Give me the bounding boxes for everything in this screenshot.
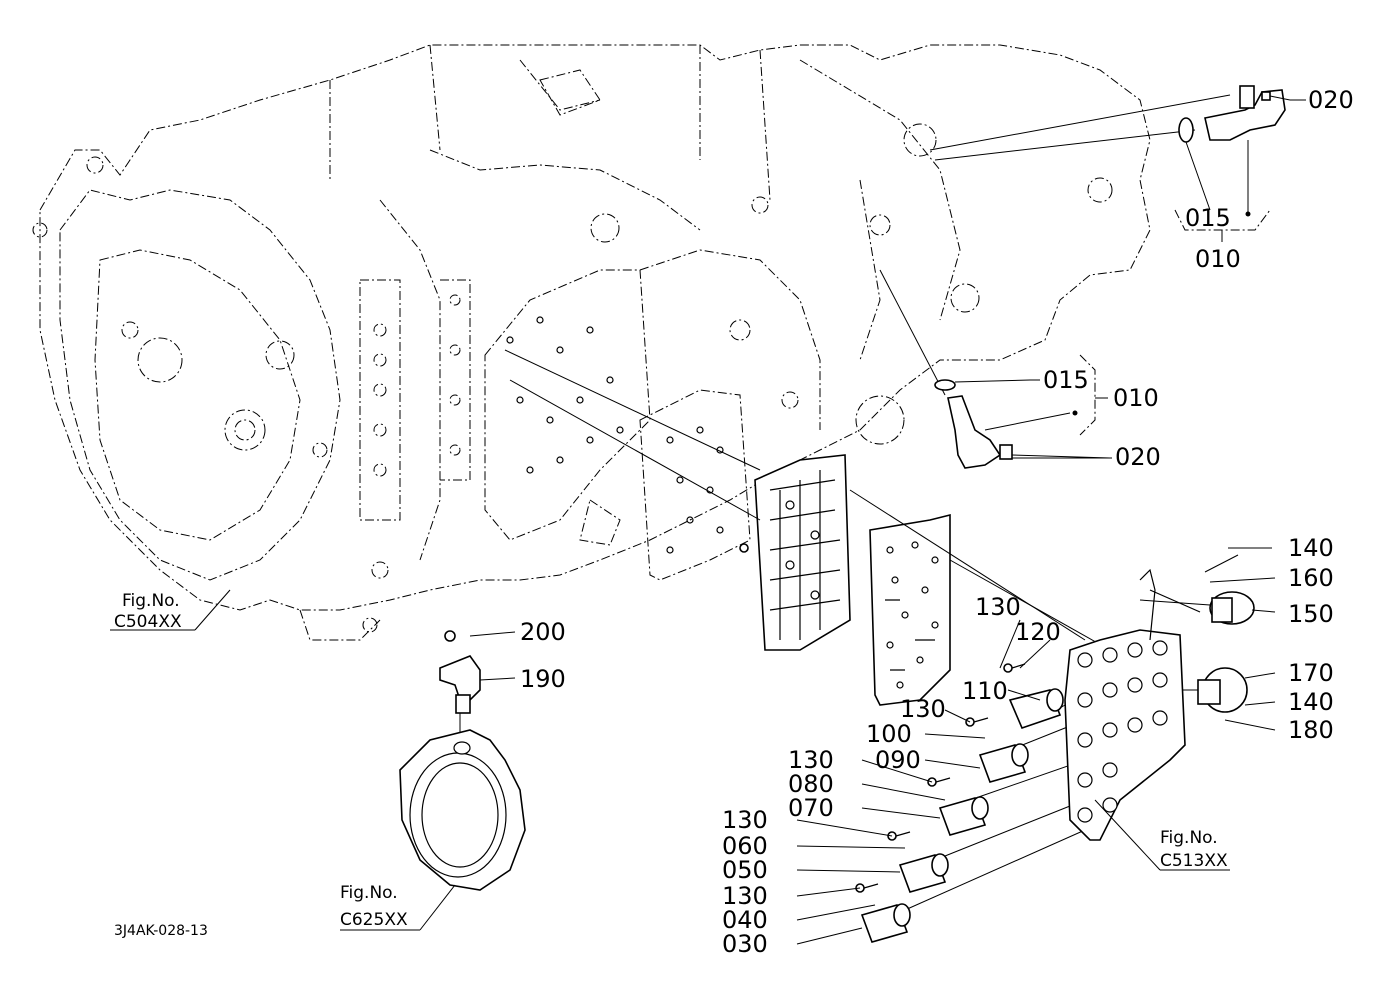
label-140-upper: 140 <box>1288 534 1334 562</box>
fig-ref-c625-prefix: Fig.No. <box>340 883 398 903</box>
part-number-labels: 020 015 010 015 010 020 140 160 150 130 … <box>520 86 1354 958</box>
speed-sensor-top <box>1174 85 1291 242</box>
sensor-190 <box>439 630 516 714</box>
label-080: 080 <box>788 770 834 798</box>
fig-ref-c513-code: C513XX <box>1160 851 1228 871</box>
separator-plate-upper <box>639 389 751 581</box>
separator-plate-lower <box>869 513 951 706</box>
fig-ref-c504-code: C504XX <box>114 612 182 632</box>
bearing-housing <box>399 729 526 931</box>
label-020-top: 020 <box>1308 86 1354 114</box>
label-070: 070 <box>788 794 834 822</box>
speed-sensor-mid <box>934 354 1111 469</box>
label-110: 110 <box>962 677 1008 705</box>
solenoid-110 <box>1008 688 1064 729</box>
part-leaders <box>110 99 1306 945</box>
fig-ref-c625-code: C625XX <box>340 910 408 930</box>
solenoid-170 <box>1197 667 1276 731</box>
fig-ref-c504-prefix: Fig.No. <box>122 591 180 611</box>
transmission-housing <box>32 44 1151 641</box>
label-050: 050 <box>722 856 768 884</box>
label-020-mid: 020 <box>1115 443 1161 471</box>
label-040: 040 <box>722 906 768 934</box>
label-150: 150 <box>1288 600 1334 628</box>
label-130-d: 130 <box>722 806 768 834</box>
label-015-top: 015 <box>1185 204 1231 232</box>
label-140-lower: 140 <box>1288 688 1334 716</box>
label-130-e: 130 <box>722 882 768 910</box>
label-160: 160 <box>1288 564 1334 592</box>
control-valve-body <box>1064 568 1201 841</box>
label-170: 170 <box>1288 659 1334 687</box>
label-010-top: 010 <box>1195 245 1241 273</box>
label-100: 100 <box>866 720 912 748</box>
drawing-code: 3J4AK-028-13 <box>114 923 208 939</box>
label-090: 090 <box>875 746 921 774</box>
label-130-c: 130 <box>788 746 834 774</box>
solenoid-070 <box>938 796 989 836</box>
label-120: 120 <box>1015 618 1061 646</box>
solenoid-030 <box>860 903 911 943</box>
solenoid-050 <box>898 853 949 893</box>
fig-ref-c513-prefix: Fig.No. <box>1160 828 1218 848</box>
label-200: 200 <box>520 618 566 646</box>
label-190: 190 <box>520 665 566 693</box>
valve-body-lower <box>754 454 851 651</box>
label-180: 180 <box>1288 716 1334 744</box>
label-010-mid: 010 <box>1113 384 1159 412</box>
label-060: 060 <box>722 832 768 860</box>
label-015-mid: 015 <box>1043 366 1089 394</box>
label-130-b: 130 <box>900 695 946 723</box>
figure-references: Fig.No. C504XX Fig.No. C625XX Fig.No. C5… <box>114 591 1228 939</box>
label-130-a: 130 <box>975 593 1021 621</box>
solenoid-150 <box>1204 554 1276 625</box>
solenoid-090 <box>978 743 1029 783</box>
label-030: 030 <box>722 930 768 958</box>
